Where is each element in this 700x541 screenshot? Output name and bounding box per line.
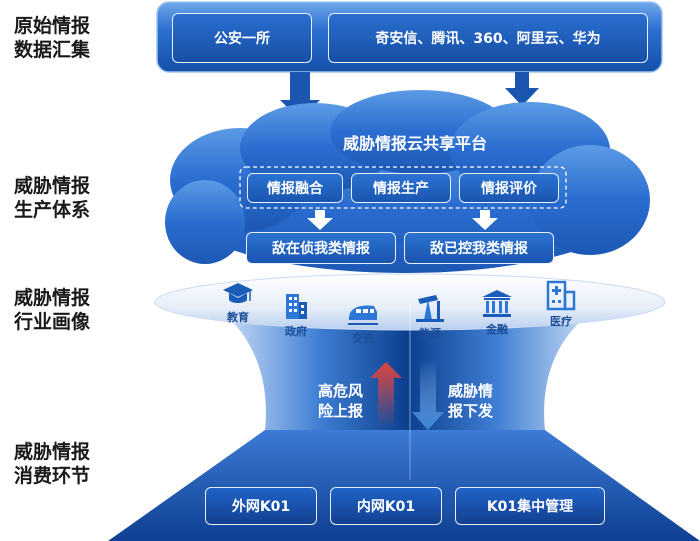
stage-label-line1: 威胁情报	[14, 175, 91, 197]
output-box-compromise: 敌已控我类情报	[404, 232, 554, 264]
stage-label-line1: 原始情报	[14, 15, 91, 37]
sector-label: 金融	[486, 323, 508, 336]
step-box-fusion: 情报融合	[247, 173, 343, 203]
sector-transport: 交通	[333, 300, 393, 346]
flow-line: 报下发	[448, 402, 494, 420]
flow-text-risk-report: 高危风 险上报	[318, 381, 363, 421]
step-box-production: 情报生产	[351, 173, 451, 203]
consumer-box-external-k01: 外网K01	[205, 487, 317, 525]
stage-label-line2: 生产体系	[14, 199, 91, 221]
train-icon	[348, 305, 378, 325]
stage-label-line1: 威胁情报	[14, 441, 91, 463]
source-box-ministry: 公安一所	[172, 13, 312, 63]
sector-education: 教育	[208, 281, 268, 325]
sector-label: 医疗	[550, 315, 572, 328]
step-box-evaluation: 情报评价	[459, 173, 559, 203]
sector-label: 交通	[352, 332, 374, 345]
oil-pump-icon	[416, 295, 444, 322]
sector-label: 教育	[227, 311, 249, 324]
stage-label-line2: 消费环节	[14, 465, 91, 487]
sector-government: 政府	[266, 291, 326, 339]
government-building-icon	[286, 294, 307, 319]
flow-line: 险上报	[318, 402, 364, 420]
sector-healthcare: 医疗	[531, 279, 591, 329]
stage-label-line2: 数据汇集	[14, 39, 91, 61]
sector-label: 能源	[419, 327, 441, 340]
output-box-reconnaissance: 敌在侦我类情报	[246, 232, 396, 264]
platform-title: 威胁情报云共享平台	[342, 134, 487, 153]
sector-finance: 金融	[467, 289, 527, 337]
graduation-cap-icon	[223, 283, 253, 303]
stage-label-line1: 威胁情报	[14, 287, 91, 309]
stage-label-data-collection: 原始情报 数据汇集	[14, 14, 124, 62]
stage-label-consumption: 威胁情报 消费环节	[14, 440, 124, 488]
stage-label-production: 威胁情报 生产体系	[14, 174, 124, 222]
source-box-vendors: 奇安信、腾讯、360、阿里云、华为	[328, 13, 648, 63]
flow-text-intel-dispatch: 威胁情 报下发	[448, 381, 493, 421]
consumer-box-internal-k01: 内网K01	[330, 487, 442, 525]
stage-label-line2: 行业画像	[14, 311, 91, 333]
hospital-icon	[546, 280, 576, 311]
flow-line: 高危风	[318, 382, 364, 400]
stage-label-industry-profile: 威胁情报 行业画像	[14, 286, 124, 334]
consumer-box-k01-central: K01集中管理	[455, 487, 605, 525]
flow-line: 威胁情	[448, 382, 494, 400]
sector-label: 政府	[285, 325, 307, 338]
bank-icon	[482, 290, 512, 317]
sector-energy: 能源	[400, 293, 460, 341]
